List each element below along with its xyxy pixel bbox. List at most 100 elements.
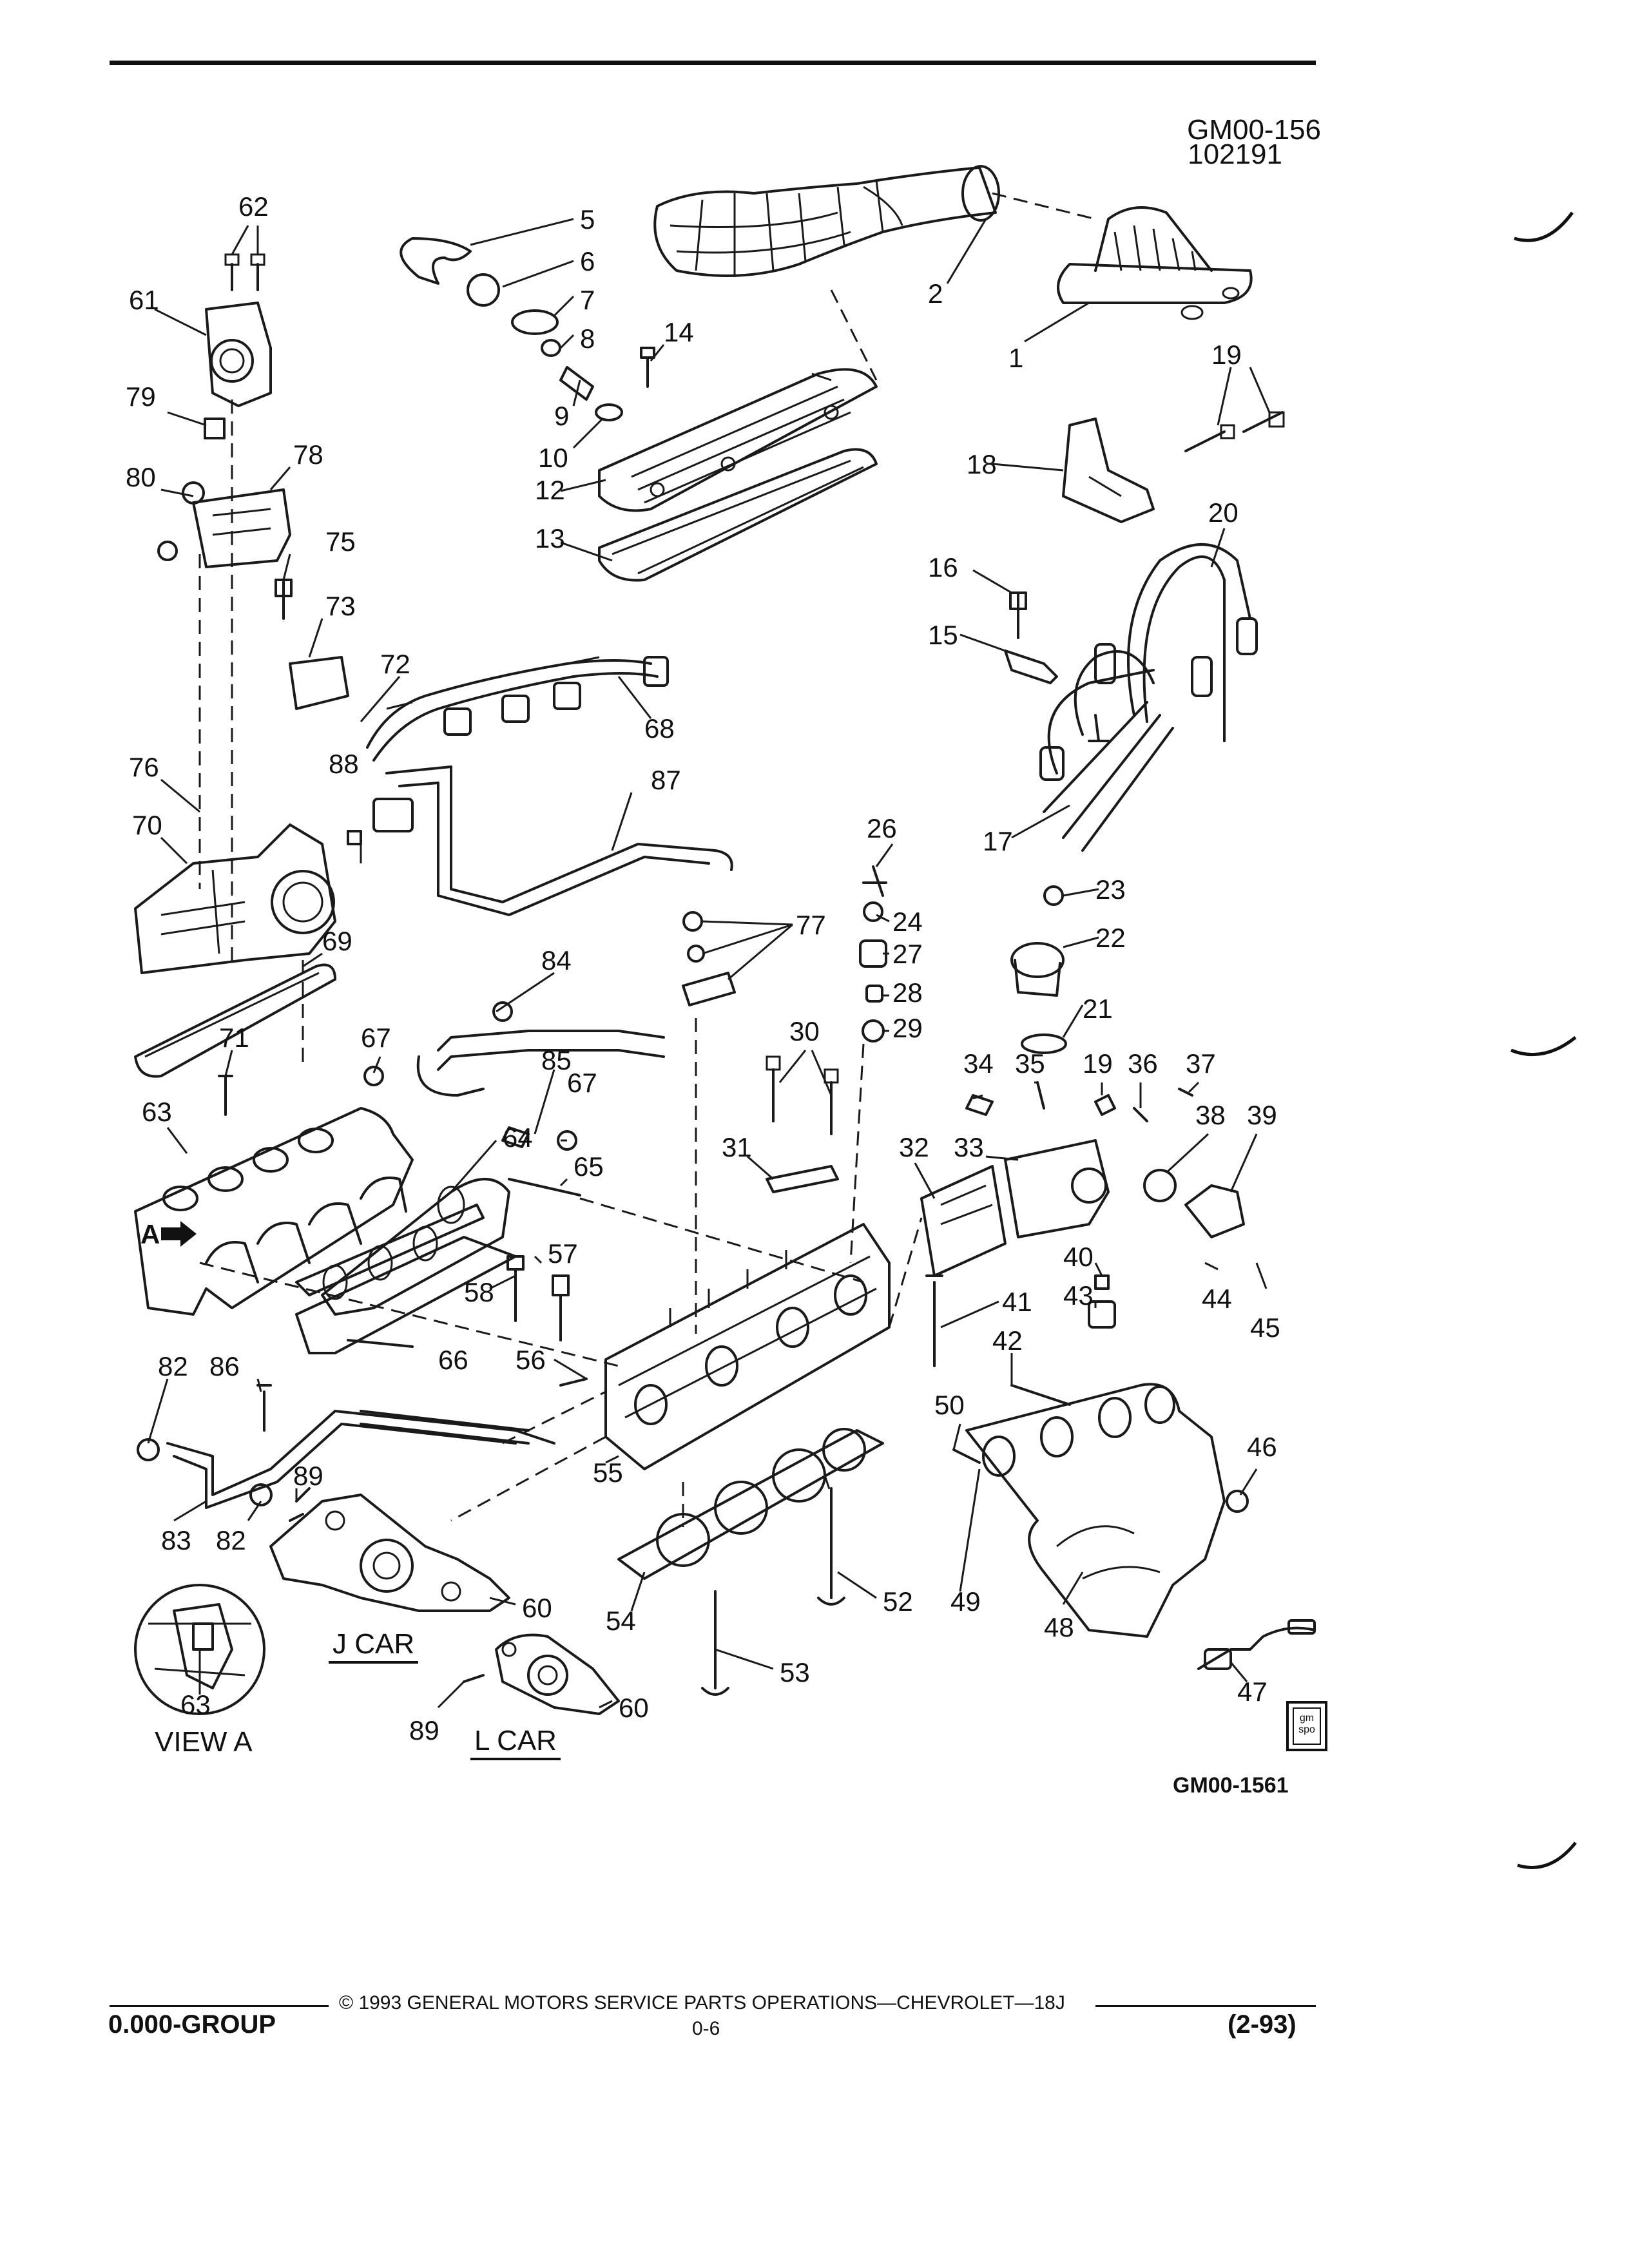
- footer-copyright: © 1993 GENERAL MOTORS SERVICE PARTS OPER…: [339, 1992, 1065, 2013]
- sensors-and-fittings: [965, 1081, 1193, 1329]
- callout-54: 54: [606, 1606, 636, 1636]
- callout-73: 73: [325, 591, 356, 621]
- callout-83: 83: [161, 1525, 191, 1555]
- top-rule: [110, 61, 1316, 65]
- air-intake-duct: [653, 165, 1000, 277]
- callout-34: 34: [963, 1048, 994, 1079]
- callout-75: 75: [325, 526, 356, 557]
- view-a-caption: VIEW A: [155, 1726, 253, 1758]
- callout-79: 79: [126, 381, 156, 412]
- throttle-body-gasket: [134, 963, 336, 1078]
- callout-60a: 60: [522, 1593, 552, 1623]
- callout-63a: 63: [142, 1097, 172, 1127]
- callout-35: 35: [1015, 1048, 1045, 1079]
- footer-rule-left: [110, 2005, 329, 2007]
- callout-67a: 67: [361, 1023, 391, 1053]
- air-cleaner-adapter: [1057, 206, 1253, 320]
- thermostat-housing: [920, 1139, 1245, 1277]
- sensor-connector: [275, 579, 349, 710]
- callout-68: 68: [644, 713, 675, 744]
- callout-50: 50: [934, 1390, 965, 1420]
- callout-12: 12: [535, 475, 565, 505]
- rocker-cover-gasket: [598, 448, 878, 582]
- callout-37: 37: [1186, 1048, 1216, 1079]
- callout-19b: 19: [1083, 1048, 1113, 1079]
- callout-86: 86: [209, 1351, 240, 1381]
- callout-70: 70: [132, 810, 162, 840]
- callout-33: 33: [954, 1132, 984, 1162]
- callout-22: 22: [1095, 923, 1126, 953]
- callout-43: 43: [1063, 1280, 1094, 1311]
- footer-page-number: 0-6: [692, 2018, 720, 2039]
- callout-69: 69: [322, 926, 352, 956]
- engine-mount-j-car: [269, 1494, 510, 1612]
- callout-31: 31: [722, 1132, 752, 1162]
- intake-manifold: [134, 1066, 414, 1316]
- exhaust-gasket: [295, 1204, 485, 1300]
- callout-57: 57: [548, 1238, 578, 1269]
- mount-bolts: [295, 1487, 485, 1683]
- callout-61: 61: [129, 285, 159, 315]
- heater-hose: [416, 1001, 665, 1151]
- callout-65: 65: [574, 1151, 604, 1182]
- leader-lines: [147, 218, 1271, 1709]
- date-code: 102191: [1188, 139, 1282, 170]
- studs-and-bolts: [347, 1178, 588, 1387]
- callout-88: 88: [329, 749, 359, 779]
- callout-38: 38: [1195, 1100, 1226, 1130]
- exhaust-manifold: [925, 1274, 1249, 1638]
- callout-2: 2: [928, 278, 943, 309]
- callout-66: 66: [438, 1345, 468, 1375]
- pcv-hose-parts: [400, 237, 655, 421]
- accessory-bracket: [1062, 411, 1285, 523]
- callout-64: 64: [503, 1122, 533, 1153]
- callout-23: 23: [1095, 874, 1126, 905]
- view-a-callout: A: [140, 1219, 160, 1249]
- head-gasket: [617, 1428, 884, 1580]
- logo-line-2: spo: [1298, 1724, 1315, 1735]
- callout-18: 18: [967, 449, 997, 479]
- callout-36: 36: [1128, 1048, 1158, 1079]
- callout-26: 26: [867, 813, 897, 843]
- callout-89b: 89: [409, 1715, 439, 1745]
- callout-41: 41: [1002, 1287, 1032, 1317]
- logo-line-1: gm: [1299, 1713, 1315, 1724]
- gm-spo-logo-inner: gm spo: [1293, 1707, 1321, 1745]
- throttle-body-cover: [205, 253, 272, 407]
- callout-82b: 82: [216, 1525, 246, 1555]
- callout-48: 48: [1044, 1612, 1074, 1642]
- callout-42: 42: [992, 1325, 1023, 1356]
- callout-47: 47: [1237, 1677, 1268, 1707]
- egr-valve: [1010, 885, 1067, 1054]
- callout-84: 84: [541, 945, 572, 975]
- j-car-caption: J CAR: [329, 1630, 419, 1664]
- callout-55: 55: [593, 1457, 623, 1488]
- callout-32: 32: [899, 1132, 929, 1162]
- callout-77: 77: [796, 910, 826, 940]
- callout-6: 6: [580, 246, 595, 276]
- callout-85: 85: [541, 1045, 572, 1075]
- callout-29: 29: [892, 1013, 923, 1043]
- callout-45: 45: [1250, 1312, 1280, 1343]
- callout-39: 39: [1247, 1100, 1277, 1130]
- callout-21: 21: [1083, 994, 1113, 1024]
- coolant-pipe: [137, 1384, 555, 1522]
- callout-8: 8: [580, 323, 595, 354]
- callout-28: 28: [892, 977, 923, 1008]
- callout-62: 62: [238, 191, 269, 222]
- callout-15: 15: [928, 620, 958, 650]
- view-a-arrow: A: [140, 1219, 197, 1249]
- callout-10: 10: [538, 443, 568, 473]
- callout-82a: 82: [158, 1351, 188, 1381]
- callout-30: 30: [789, 1016, 820, 1046]
- callout-87: 87: [651, 765, 681, 795]
- callout-72: 72: [380, 649, 410, 679]
- callout-27: 27: [892, 939, 923, 969]
- footer-group: 0.000-GROUP: [108, 2010, 276, 2039]
- callout-19a: 19: [1211, 340, 1242, 370]
- callout-24: 24: [892, 907, 923, 937]
- figure-code: GM00-1561: [1173, 1773, 1289, 1798]
- callout-58: 58: [464, 1277, 494, 1307]
- callout-52: 52: [883, 1586, 913, 1617]
